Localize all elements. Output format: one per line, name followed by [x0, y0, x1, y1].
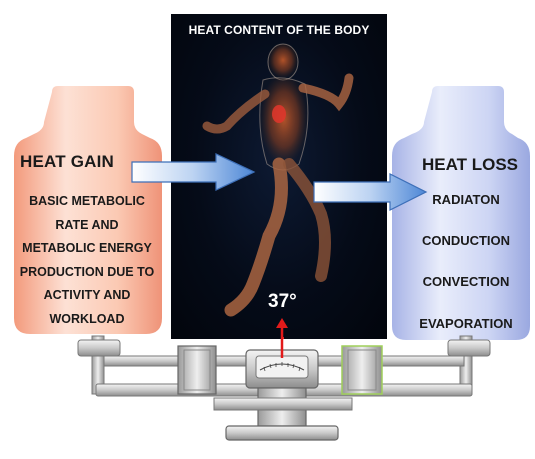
temperature-label: 37° — [268, 291, 308, 313]
heat-gain-line: BASIC METABOLIC — [14, 190, 160, 214]
heat-gain-line: METABOLIC ENERGY — [14, 237, 160, 261]
heat-loss-item-radiation: RADIATON — [406, 192, 526, 207]
temperature-pointer-arrow — [270, 318, 294, 362]
heat-loss-weight — [392, 86, 530, 340]
heat-gain-title: HEAT GAIN — [20, 152, 130, 172]
heat-gain-line: WORKLOAD — [14, 308, 160, 332]
heat-loss-item-conduction: CONDUCTION — [406, 233, 526, 248]
heat-gain-line: RATE AND — [14, 214, 160, 238]
heat-gain-description: BASIC METABOLIC RATE AND METABOLIC ENERG… — [14, 190, 160, 331]
heat-loss-title: HEAT LOSS — [410, 155, 530, 175]
heat-loss-item-evaporation: EVAPORATION — [406, 316, 526, 331]
panel-title: HEAT CONTENT OF THE BODY — [171, 23, 387, 37]
heat-gain-arrow — [130, 152, 260, 192]
heat-gain-line: ACTIVITY AND — [14, 284, 160, 308]
heat-loss-item-convection: CONVECTION — [406, 274, 526, 289]
heat-gain-line: PRODUCTION DUE TO — [14, 261, 160, 285]
